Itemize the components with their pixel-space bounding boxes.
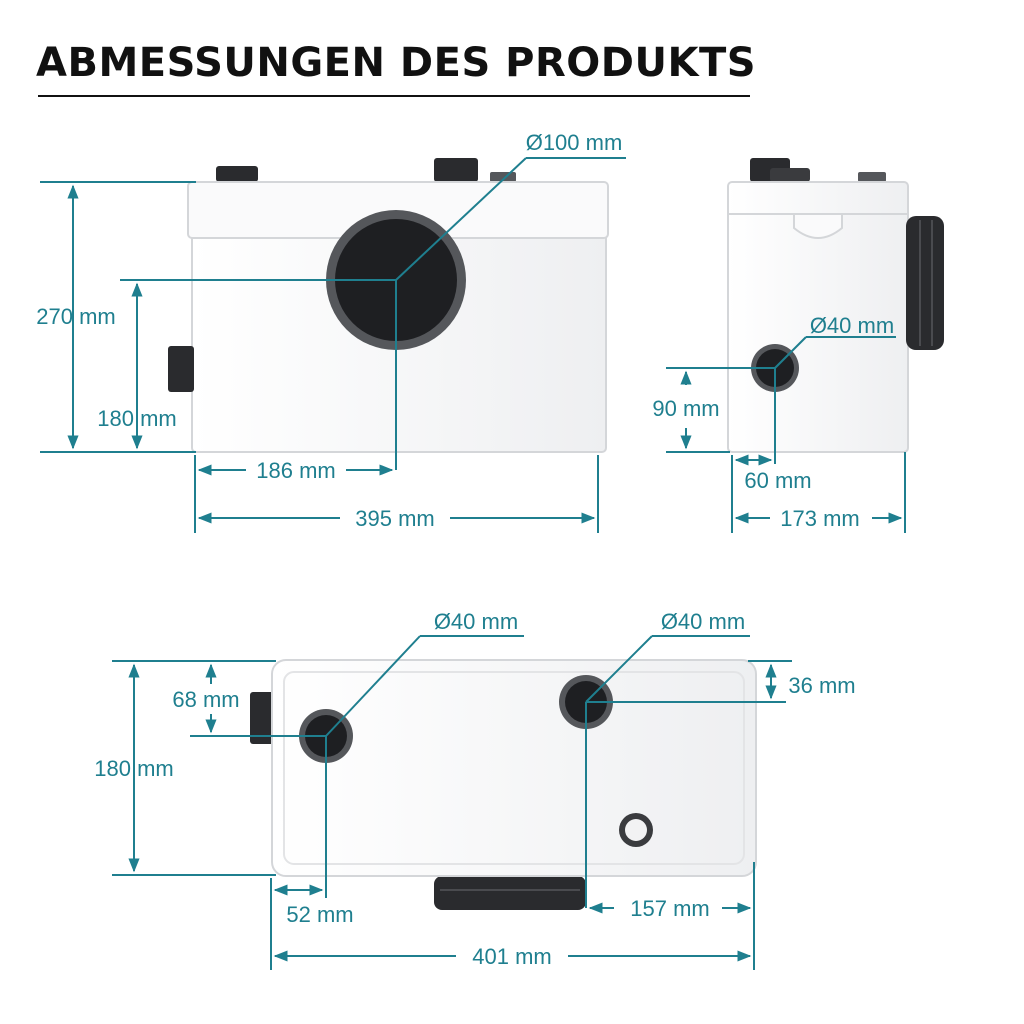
- top-bottom-bellows: [434, 876, 586, 910]
- side-view: Ø40 mm 90 mm 60 mm 173 mm: [652, 158, 944, 533]
- front-width-center-label: 186 mm: [256, 458, 335, 483]
- page-title: ABMESSUNGEN DES PRODUKTS: [36, 40, 757, 86]
- side-height-label: 90 mm: [652, 396, 719, 421]
- top-body: [271, 659, 757, 877]
- top-offset-right-x-label: 157 mm: [630, 896, 709, 921]
- top-offset-left-x-label: 52 mm: [286, 902, 353, 927]
- side-diameter-label: Ø40 mm: [810, 313, 894, 338]
- side-latch: [793, 213, 843, 239]
- front-height-inlet-label: 180 mm: [97, 406, 176, 431]
- front-top-stub-left: [216, 166, 258, 182]
- front-side-outlet: [168, 346, 194, 392]
- side-offset-label: 60 mm: [744, 468, 811, 493]
- top-depth-label: 180 mm: [94, 756, 173, 781]
- front-width-total-label: 395 mm: [355, 506, 434, 531]
- top-side-outlet: [250, 692, 274, 744]
- top-diameter-right-label: Ø40 mm: [661, 609, 745, 634]
- side-depth-label: 173 mm: [780, 506, 859, 531]
- side-outlet-bellows: [906, 216, 944, 350]
- top-width-total-label: 401 mm: [472, 944, 551, 969]
- front-top-stub-right: [434, 158, 478, 182]
- top-diameter-left-label: Ø40 mm: [434, 609, 518, 634]
- top-vent: [625, 819, 647, 841]
- side-top-valve: [858, 172, 886, 182]
- top-offset-right-y-label: 36 mm: [788, 673, 855, 698]
- front-height-total-label: 270 mm: [36, 304, 115, 329]
- top-offset-left-y-label: 68 mm: [172, 687, 239, 712]
- side-top-stub-mid: [770, 168, 810, 182]
- title-underline: [38, 95, 750, 97]
- top-view: Ø40 mm Ø40 mm 68 mm 36 mm 180 mm 52 mm 1…: [94, 609, 856, 970]
- front-view: Ø100 mm 270 mm 180 mm 186 mm 395 mm: [36, 130, 626, 533]
- front-diameter-label: Ø100 mm: [526, 130, 623, 155]
